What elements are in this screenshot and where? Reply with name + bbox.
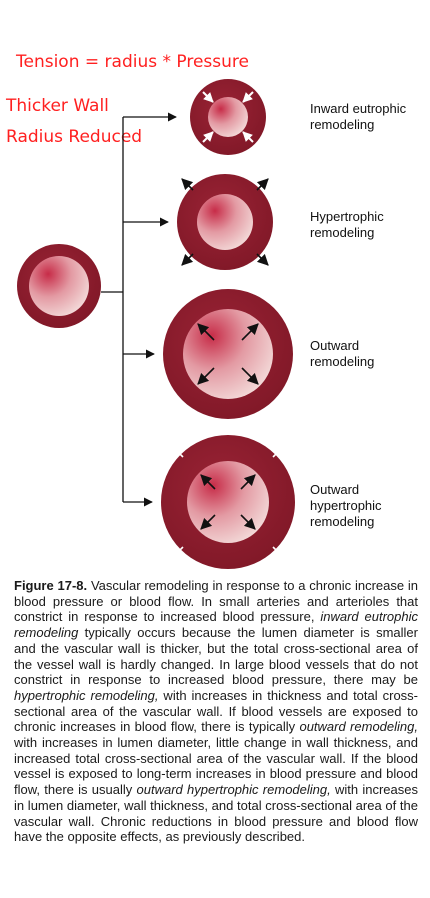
outward-wall-arrows <box>170 444 286 560</box>
outward-wall-arrows <box>181 178 269 266</box>
caption-text: typically occurs because the lumen diame… <box>14 625 418 688</box>
baseline-vessel <box>17 244 101 328</box>
hypertrophic-vessel <box>177 174 273 270</box>
caption-term: inward eutrophic remodeling <box>14 609 418 641</box>
figure-label: Figure 17-8. <box>14 578 88 593</box>
label-line: remodeling <box>310 225 374 240</box>
inward-eutrophic-label: Inward eutrophic remodeling <box>310 101 410 132</box>
thicker-wall-note: Thicker Wall <box>5 96 109 116</box>
label-line: hypertrophic <box>310 498 382 513</box>
connector-tree <box>101 112 177 507</box>
caption-term: outward hypertrophic remodeling, <box>136 782 331 798</box>
caption-text: with increases in thickness and total cr… <box>14 687 419 735</box>
caption-text: with increases in lumen diameter, little… <box>14 735 418 798</box>
label-line: remodeling <box>310 354 374 369</box>
lumen-expansion-arrows <box>197 323 259 385</box>
radius-reduced-note: Radius Reduced <box>6 127 142 147</box>
label-line: Outward <box>310 482 359 497</box>
label-line: Hypertrophic <box>310 209 384 224</box>
label-line: remodeling <box>310 514 374 529</box>
figure-caption: Figure 17-8. Vascular remodeling in resp… <box>14 578 418 845</box>
lumen-expansion-arrows <box>200 474 256 530</box>
hypertrophic-label: Hypertrophic remodeling <box>310 209 387 240</box>
formula-annotation: Tension = radius * Pressure <box>15 52 249 72</box>
outward-hypertrophic-vessel <box>161 435 295 569</box>
label-line: remodeling <box>310 117 374 132</box>
inward-arrows <box>202 91 254 143</box>
label-line: Inward eutrophic <box>310 101 407 116</box>
inward-eutrophic-vessel <box>190 79 266 155</box>
outward-label: Outward remodeling <box>310 338 374 369</box>
label-line: Outward <box>310 338 359 353</box>
remodeling-diagram: Tension = radius * Pressure Thicker Wall… <box>5 52 410 569</box>
outward-vessel <box>163 289 293 419</box>
caption-term: outward remodeling, <box>299 719 418 735</box>
caption-text: with increases in lumen diameter, wall t… <box>14 782 418 845</box>
caption-text: Vascular remodeling in response to a chr… <box>14 578 419 625</box>
outward-hypertrophic-label: Outward hypertrophic remodeling <box>310 482 385 529</box>
caption-term: hypertrophic remodeling, <box>14 687 159 703</box>
